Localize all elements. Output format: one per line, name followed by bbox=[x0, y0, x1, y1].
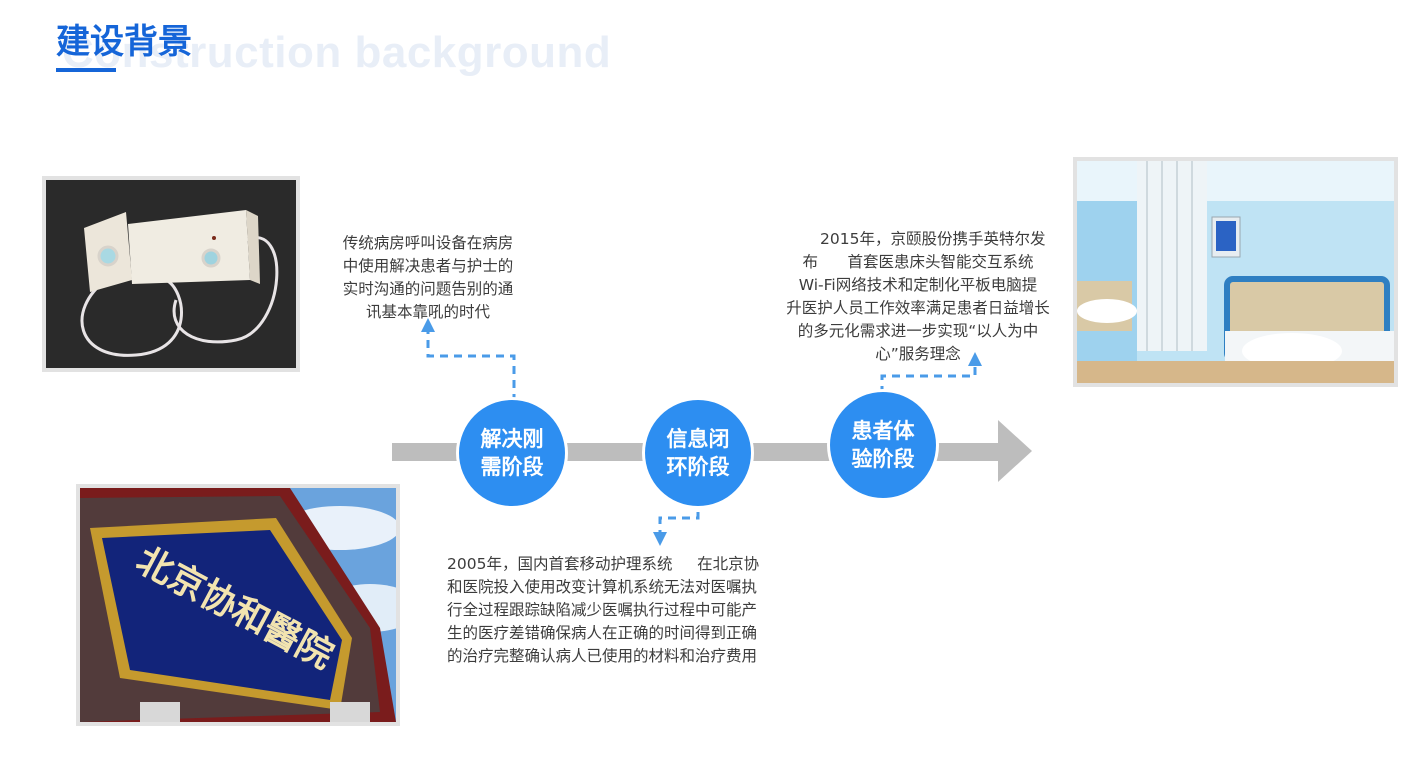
stage-circle-2: 信息闭 环阶段 bbox=[645, 400, 751, 506]
stage-3-description: 2015年，京颐股份携手英特尔发 布 首套医患床头智能交互系统 Wi-Fi网络技… bbox=[786, 230, 1050, 363]
timeline-arrow-head bbox=[998, 420, 1032, 482]
stage-3-line-1: 患者体 bbox=[851, 419, 915, 443]
stage-3-line-2: 验阶段 bbox=[851, 447, 915, 471]
stage-1-line-2: 需阶段 bbox=[480, 455, 544, 479]
stage-1-description: 传统病房呼叫设备在病房 中使用解决患者与护士的 实时沟通的问题告别的通 讯基本靠… bbox=[342, 234, 514, 321]
hospital-gate-illustration: 北京协和醫院 bbox=[80, 488, 396, 722]
stage-1-line-1: 解决刚 bbox=[480, 427, 544, 451]
stage-2-line-2: 环阶段 bbox=[666, 455, 730, 479]
title-underline bbox=[56, 68, 116, 72]
connector-stage-2-arrowhead bbox=[653, 532, 667, 546]
connector-stage-3-arrowhead bbox=[968, 352, 982, 366]
connector-stage-1-arrowhead bbox=[421, 318, 435, 332]
connector-stage-1 bbox=[426, 330, 516, 402]
stage-circle-1: 解决刚 需阶段 bbox=[459, 400, 565, 506]
hospital-ward-illustration bbox=[1077, 161, 1394, 383]
page-title-chinese: 建设背景 bbox=[56, 22, 192, 62]
stage-2-line-1: 信息闭 bbox=[666, 427, 730, 451]
stage-2-description: 2005年，国内首套移动护理系统 在北京协 和医院投入使用改变计算机系统无法对医… bbox=[447, 555, 760, 665]
photo-call-device bbox=[42, 176, 300, 372]
page-title-english: Construction background bbox=[62, 28, 612, 77]
photo-hospital-gate: 北京协和醫院 bbox=[76, 484, 400, 726]
call-device-illustration bbox=[46, 180, 296, 368]
page-title: Construction background 建设背景 bbox=[56, 8, 756, 78]
photo-hospital-ward bbox=[1073, 157, 1398, 387]
stage-circle-3: 患者体 验阶段 bbox=[830, 392, 936, 498]
connector-stage-3 bbox=[880, 364, 977, 394]
